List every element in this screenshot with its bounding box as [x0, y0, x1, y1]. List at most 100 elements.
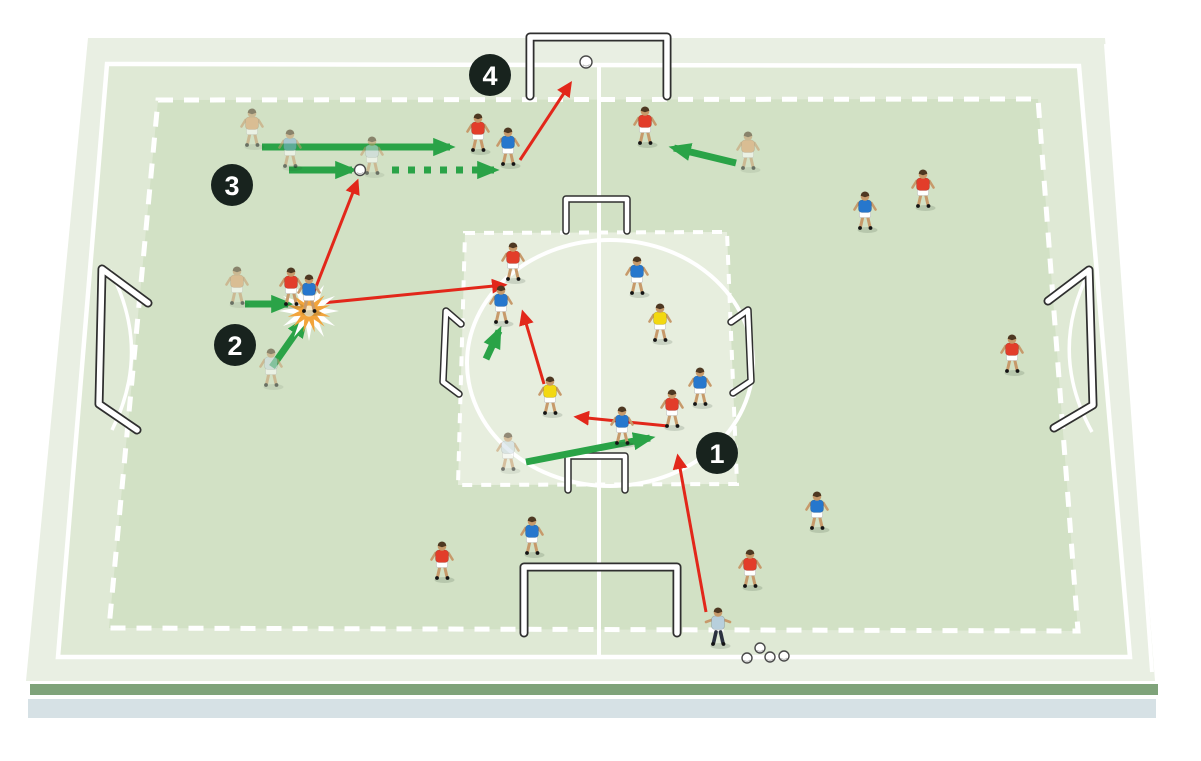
figure-hair [508, 242, 518, 249]
figure-leg [742, 154, 748, 169]
player-blue [520, 516, 545, 558]
figure-leg [443, 564, 449, 579]
decor-stripe-1 [30, 684, 1158, 695]
figure-arm [297, 284, 304, 294]
figure-shadow [692, 403, 713, 409]
figure-arm [501, 252, 508, 262]
figure-boot [653, 338, 657, 342]
figure-boot [283, 164, 287, 168]
figure-leg [509, 150, 515, 165]
pass-arrow-2 [321, 278, 508, 305]
figure-boot [820, 526, 825, 530]
figure-leg [638, 279, 644, 294]
figure-leg [666, 412, 672, 427]
figure-arm [928, 179, 935, 189]
playing-zone-dashed-border [106, 96, 1081, 634]
figure-arm [610, 416, 617, 426]
figure-shirt [1005, 342, 1019, 356]
figure-arm [736, 141, 743, 151]
figure-shirt [283, 137, 297, 151]
figure-shirt [302, 282, 316, 296]
figure-shadow [524, 552, 545, 558]
figure-hair [743, 131, 753, 138]
figure-boot [511, 162, 516, 166]
figure-hair [503, 432, 513, 439]
figure-hair [286, 267, 296, 274]
step-marker-1: 1 [696, 432, 738, 474]
figure-boot [693, 402, 697, 406]
figure-boot [640, 291, 645, 295]
ball [764, 651, 776, 663]
figure-arm [822, 501, 829, 511]
figure-hair [713, 607, 723, 614]
figure-leg [526, 539, 532, 554]
figure-leg [654, 326, 660, 341]
player-red [430, 541, 455, 583]
figure-arm [278, 139, 285, 149]
figure-leg [646, 129, 652, 144]
pass-arrow-6 [672, 453, 708, 613]
figure-boot [711, 642, 715, 646]
player-blue [805, 491, 830, 533]
figure-leg [272, 371, 278, 386]
player-ghost_pale [496, 432, 521, 474]
figure-arm [496, 442, 503, 452]
figure-leg [495, 308, 501, 323]
figure-shadow [915, 205, 936, 211]
figure-shirt [435, 549, 449, 563]
figure-boot [553, 411, 558, 415]
figure-shadow [637, 142, 658, 148]
step-marker-4: 4 [469, 54, 511, 96]
figure-shadow [652, 339, 673, 345]
player-blue [853, 191, 878, 233]
figure-boot [1015, 369, 1020, 373]
figure-arm [520, 526, 527, 536]
figure-shadow [282, 165, 303, 171]
mini-goal-right [728, 307, 754, 396]
step-marker-3: 3 [211, 164, 253, 206]
goals [94, 32, 1098, 638]
figure-arm [257, 118, 264, 128]
goal-bottom [521, 564, 680, 636]
figure-boot [365, 171, 369, 175]
penalty-arc-left [108, 269, 134, 431]
player-red [1000, 334, 1025, 376]
figure-shadow [434, 577, 455, 583]
figure-shirt [693, 375, 707, 389]
figure-boot [264, 383, 268, 387]
player-yellow [538, 376, 563, 418]
figure-boot [274, 383, 279, 387]
figure-hair [247, 108, 257, 115]
player-red [633, 106, 658, 148]
figure-shadow [283, 303, 304, 309]
figure-leg [924, 192, 930, 207]
figure-arm [496, 137, 503, 147]
figure-boot [638, 141, 642, 145]
figure-boot [753, 584, 758, 588]
figure-hair [695, 367, 705, 374]
figure-arm [648, 313, 655, 323]
figure-hair [304, 274, 314, 281]
figure-boot [506, 277, 510, 281]
figure-boot [240, 301, 245, 305]
figure-leg [366, 159, 372, 174]
figure-arm [538, 386, 545, 396]
figure-arm [225, 276, 232, 286]
step-marker-circle [211, 164, 253, 206]
figure-leg [265, 371, 271, 386]
figure-boot [665, 424, 669, 428]
figure-shadow [263, 384, 284, 390]
figure-shirt [230, 274, 244, 288]
figure-boot [751, 166, 756, 170]
ball-shading [743, 659, 751, 662]
figure-arm [240, 118, 247, 128]
figure-arm [627, 416, 634, 426]
player-red [279, 267, 304, 309]
ball-shading [756, 649, 764, 652]
figure-hair [527, 516, 537, 523]
figure-leg [533, 539, 539, 554]
figure-boot [284, 302, 288, 306]
figure-arm [279, 277, 286, 287]
figure-boot [294, 302, 299, 306]
figure-hair [667, 389, 677, 396]
